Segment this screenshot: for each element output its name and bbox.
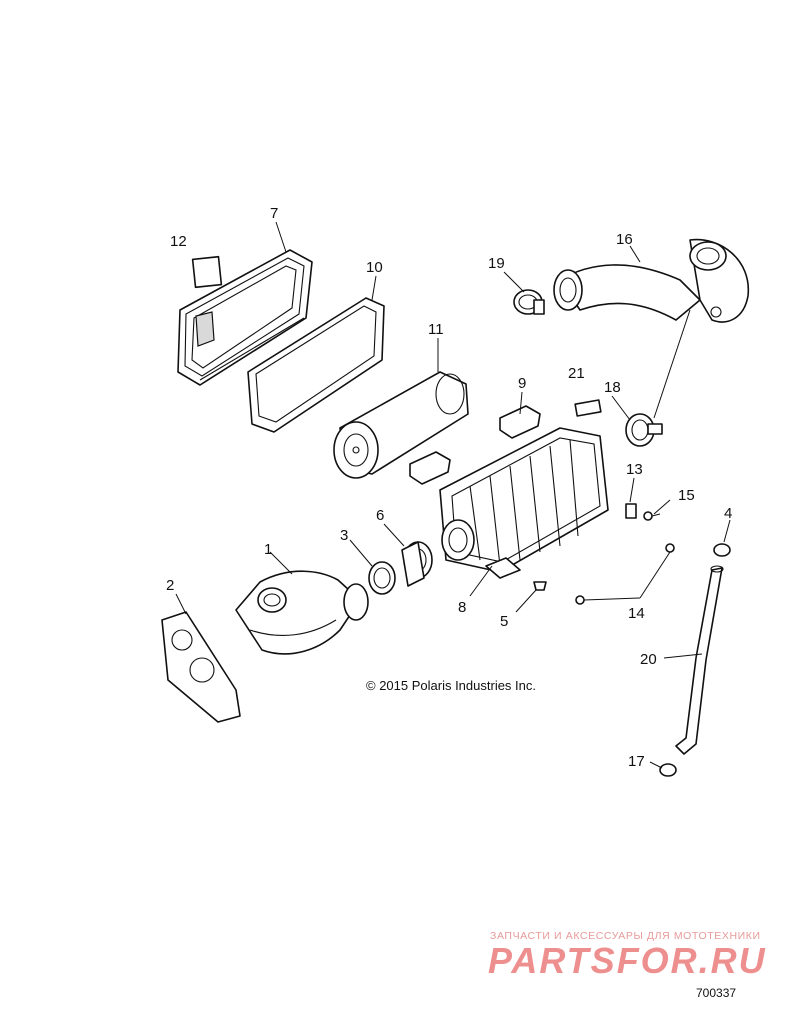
leader-lines bbox=[175, 221, 731, 769]
part-20-drain-tube bbox=[675, 565, 724, 755]
part-14-screws bbox=[575, 543, 675, 605]
part-15-screw bbox=[643, 511, 661, 521]
part-13-bracket bbox=[625, 503, 637, 519]
callout-3: 3 bbox=[340, 527, 348, 544]
part-16-intake-duct bbox=[553, 238, 750, 323]
copyright-notice: © 2015 Polaris Industries Inc. bbox=[366, 678, 536, 693]
part-9-clips bbox=[409, 405, 541, 485]
callout-18: 18 bbox=[604, 379, 621, 396]
drawing-number: 700337 bbox=[696, 986, 737, 1000]
callout-11: 11 bbox=[428, 321, 444, 338]
part-11-filter bbox=[333, 371, 469, 479]
part-12-label bbox=[191, 255, 223, 289]
callout-21: 21 bbox=[568, 365, 585, 382]
part-3-clamp bbox=[368, 561, 396, 595]
part-1-outlet-duct bbox=[235, 570, 369, 655]
part-17-clip bbox=[659, 763, 677, 777]
part-21-label bbox=[574, 399, 602, 417]
callout-15: 15 bbox=[678, 487, 695, 504]
callout-9: 9 bbox=[518, 375, 526, 392]
callout-19: 19 bbox=[488, 255, 505, 272]
callout-20: 20 bbox=[640, 651, 657, 668]
part-10-gasket bbox=[247, 297, 385, 433]
callouts: 7 12 10 11 16 19 9 21 18 13 15 4 1 3 6 2… bbox=[166, 205, 732, 770]
watermark-logo: PARTSFOR.RU bbox=[488, 940, 767, 981]
part-8-airbox bbox=[439, 427, 609, 579]
callout-7: 7 bbox=[270, 205, 278, 222]
callout-5: 5 bbox=[500, 613, 508, 630]
callout-10: 10 bbox=[366, 259, 383, 276]
part-2-shield bbox=[161, 611, 241, 723]
callout-14: 14 bbox=[628, 605, 645, 622]
callout-2: 2 bbox=[166, 577, 174, 594]
callout-17: 17 bbox=[628, 753, 645, 770]
part-19-clamp bbox=[513, 289, 545, 315]
callout-4: 4 bbox=[724, 505, 732, 522]
callout-6: 6 bbox=[376, 507, 384, 524]
part-18-clamp bbox=[625, 413, 663, 447]
callout-13: 13 bbox=[626, 461, 643, 478]
part-5-rivet bbox=[533, 581, 547, 591]
part-7-airbox-cover bbox=[177, 249, 313, 386]
callout-1: 1 bbox=[264, 541, 272, 558]
callout-12: 12 bbox=[170, 233, 187, 250]
callout-16: 16 bbox=[616, 231, 633, 248]
part-4-grommet bbox=[713, 543, 731, 557]
callout-8: 8 bbox=[458, 599, 466, 616]
watermark-tagline: ЗАПЧАСТИ И АКСЕССУАРЫ ДЛЯ МОТОТЕХНИКИ bbox=[490, 930, 761, 942]
part-6-coupler bbox=[401, 541, 433, 587]
